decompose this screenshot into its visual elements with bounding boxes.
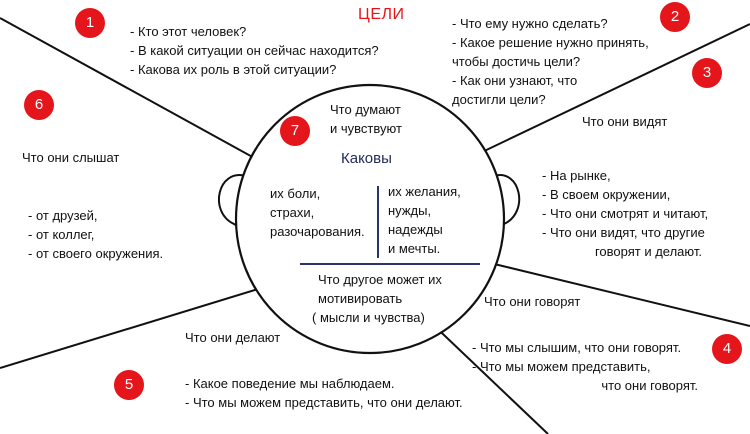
- q2-line-5: достигли цели?: [452, 92, 546, 107]
- q1-line-1: - Кто этот человек?: [130, 24, 247, 39]
- badge-1: 1: [75, 8, 105, 38]
- pains-line-2: страхи,: [270, 205, 315, 220]
- q2-line-4: - Как они узнают, что: [452, 73, 578, 88]
- see-line-2: - В своем окружении,: [542, 187, 671, 202]
- divider-line-top-right: [477, 23, 750, 155]
- hear-label: Что они слышат: [22, 150, 120, 165]
- gains-line-3: надежды: [388, 222, 443, 237]
- title-goals: ЦЕЛИ: [358, 6, 405, 23]
- hear-line-3: - от своего окружения.: [28, 246, 164, 261]
- hear-line-1: - от друзей,: [28, 208, 98, 223]
- divider-line-bottom-right: [485, 261, 750, 327]
- other-line-2: мотивировать: [318, 291, 403, 306]
- q2-line-2: - Какое решение нужно принять,: [452, 35, 649, 50]
- divider-line-bottom-left: [0, 285, 269, 369]
- q1-line-2: - В какой ситуации он сейчас находится?: [130, 43, 379, 58]
- head-center-label: Каковы: [341, 150, 392, 167]
- see-line-5: говорят и делают.: [594, 244, 702, 259]
- do-line-1: - Какое поведение мы наблюдаем.: [185, 376, 395, 391]
- badge-4: 4: [712, 334, 742, 364]
- say-label: Что они говорят: [484, 294, 581, 309]
- head-circle: [234, 83, 506, 355]
- think-label-line-2: и чувствуют: [330, 121, 402, 136]
- see-line-1: - На рынке,: [542, 168, 611, 183]
- q2-line-3: чтобы достичь цели?: [452, 54, 581, 69]
- other-line-3: ( мысли и чувства): [312, 310, 425, 325]
- badge-2: 2: [660, 2, 690, 32]
- other-line-1: Что другое может их: [318, 272, 442, 287]
- do-line-2: - Что мы можем представить, что они дела…: [185, 395, 463, 410]
- think-label-line-1: Что думают: [330, 102, 401, 117]
- gains-line-2: нужды,: [388, 203, 432, 218]
- pains-line-1: их боли,: [270, 186, 321, 201]
- do-label: Что они делают: [185, 330, 281, 345]
- see-line-4: - Что они видят, что другие: [542, 225, 705, 240]
- say-line-3: что они говорят.: [601, 378, 698, 393]
- divider-line-top-left: [0, 17, 259, 161]
- say-line-2: - Что мы можем представить,: [472, 359, 651, 374]
- divider-line-bottom-center: [423, 315, 549, 434]
- badge-7: 7: [280, 116, 310, 146]
- see-line-3: - Что они смотрят и читают,: [542, 206, 709, 221]
- gains-line-1: их желания,: [388, 184, 461, 199]
- gains-line-4: и мечты.: [388, 241, 441, 256]
- q1-line-3: - Какова их роль в этой ситуации?: [130, 62, 337, 77]
- q2-line-1: - Что ему нужно сделать?: [452, 16, 608, 31]
- badge-6: 6: [24, 90, 54, 120]
- badge-5: 5: [114, 370, 144, 400]
- hear-line-2: - от коллег,: [28, 227, 95, 242]
- see-label: Что они видят: [582, 114, 668, 129]
- pains-line-3: разочарования.: [270, 224, 365, 239]
- say-line-1: - Что мы слышим, что они говорят.: [472, 340, 682, 355]
- badge-3: 3: [692, 58, 722, 88]
